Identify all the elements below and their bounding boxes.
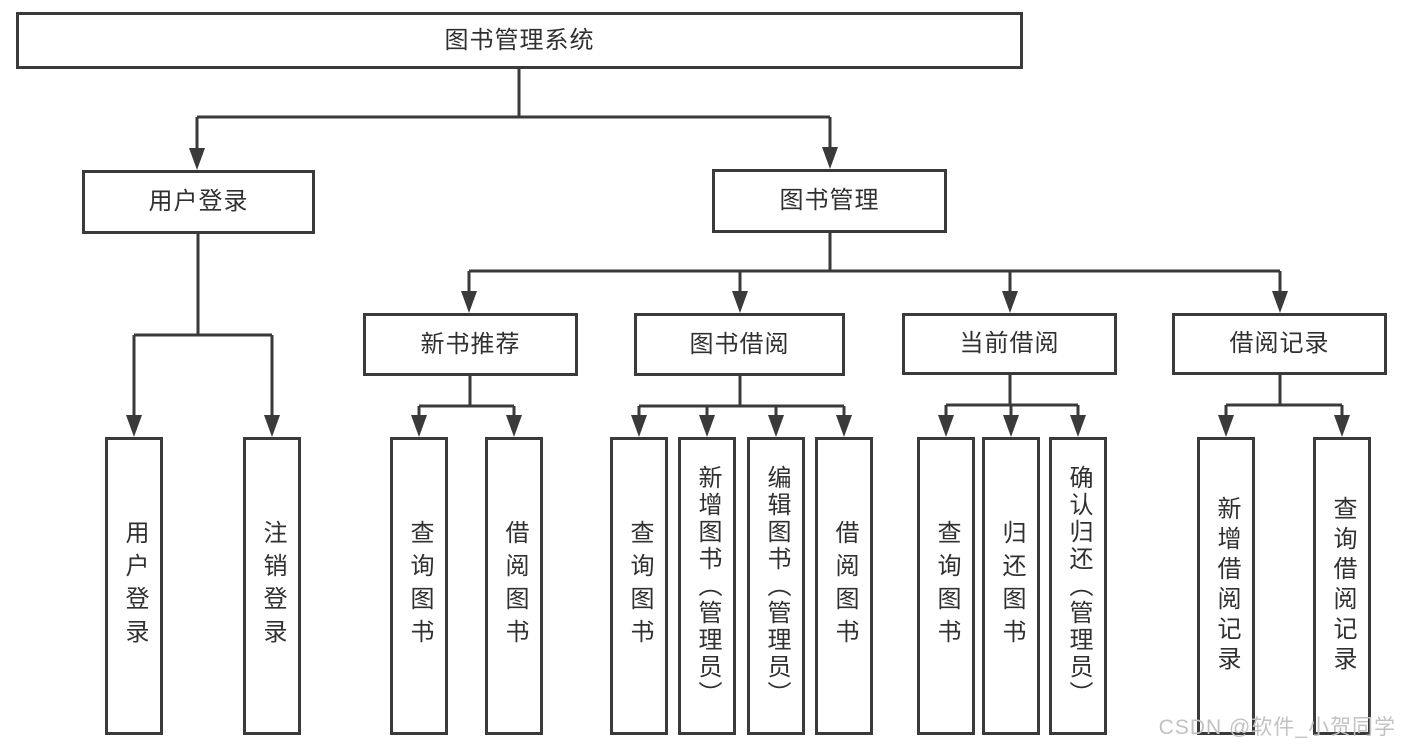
leaf-query-books-current: 查询图书 [917, 437, 975, 735]
leaf-label: 注销登录 [259, 520, 286, 652]
leaf-add-books-admin: 新增图书（管理员） [678, 437, 736, 735]
node-label: 借阅记录 [1229, 330, 1330, 357]
leaf-user-login: 用户登录 [105, 437, 163, 735]
node-user-login: 用户登录 [82, 170, 315, 234]
leaf-label: 新增图书（管理员） [694, 464, 721, 708]
leaf-label: 查询图书 [626, 520, 653, 652]
leaf-label: 查询借阅记录 [1329, 496, 1356, 676]
leaf-label: 确认归还（管理员） [1065, 464, 1092, 708]
leaf-confirm-return-admin: 确认归还（管理员） [1049, 437, 1107, 735]
leaf-return-books: 归还图书 [982, 437, 1040, 735]
node-book-management: 图书管理 [712, 169, 947, 233]
leaf-borrow-books: 借阅图书 [815, 437, 873, 735]
leaf-label: 归还图书 [998, 520, 1025, 652]
leaf-query-books-borrow: 查询图书 [610, 437, 668, 735]
leaf-label: 新增借阅记录 [1213, 496, 1240, 676]
leaf-label: 编辑图书（管理员） [763, 464, 790, 708]
node-new-book-recommend: 新书推荐 [363, 313, 578, 376]
node-label: 当前借阅 [959, 330, 1060, 357]
leaf-edit-books-admin: 编辑图书（管理员） [747, 437, 805, 735]
node-current-borrow: 当前借阅 [902, 313, 1117, 375]
leaf-query-books-recommend: 查询图书 [390, 437, 448, 735]
leaf-label: 查询图书 [406, 520, 433, 652]
leaf-label: 借阅图书 [831, 520, 858, 652]
node-borrow-record: 借阅记录 [1172, 313, 1387, 375]
leaf-logout: 注销登录 [243, 437, 301, 735]
leaf-query-borrow-record: 查询借阅记录 [1313, 437, 1371, 735]
node-root: 图书管理系统 [16, 12, 1023, 69]
node-label: 用户登录 [148, 188, 249, 215]
leaf-label: 借阅图书 [501, 520, 528, 652]
leaf-add-borrow-record: 新增借阅记录 [1197, 437, 1255, 735]
leaf-label: 查询图书 [933, 520, 960, 652]
node-root-label: 图书管理系统 [444, 26, 595, 54]
node-label: 新书推荐 [420, 330, 521, 358]
node-book-borrow: 图书借阅 [634, 313, 845, 376]
csdn-watermark: CSDN @软件_小贺同学 [1158, 716, 1396, 739]
node-label: 图书管理 [779, 187, 880, 214]
node-label: 图书借阅 [689, 330, 790, 358]
leaf-label: 用户登录 [121, 520, 148, 652]
leaf-borrow-books-recommend: 借阅图书 [485, 437, 543, 735]
